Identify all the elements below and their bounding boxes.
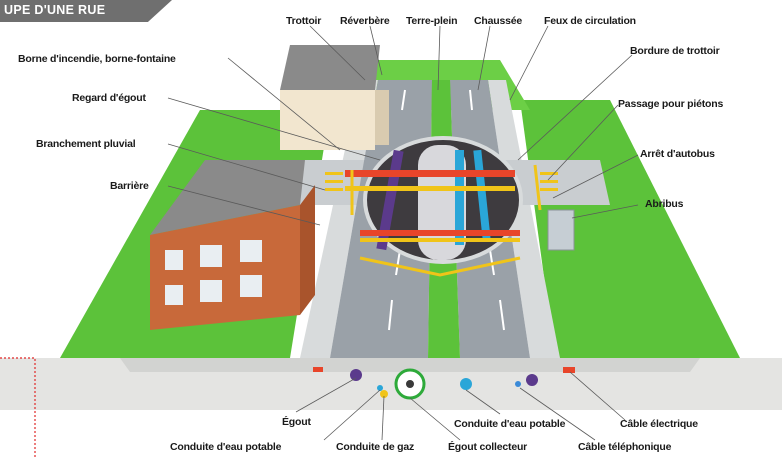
sewer-pipe — [350, 369, 362, 381]
label-trottoir: Trottoir — [286, 15, 322, 27]
excavation-rim — [363, 136, 523, 264]
label-terre-plein: Terre-plein — [406, 15, 458, 27]
label-cable-telephonique: Câble téléphonique — [578, 441, 672, 453]
label-egout-collecteur: Égout collecteur — [448, 441, 528, 453]
label-borne: Borne d'incendie, borne-fontaine — [18, 53, 176, 65]
label-barriere: Barrière — [110, 180, 149, 192]
label-bordure: Bordure de trottoir — [630, 45, 720, 57]
label-branchement: Branchement pluvial — [36, 138, 136, 150]
building-back — [280, 45, 389, 150]
label-chaussee: Chaussée — [474, 15, 523, 27]
electric-cable-band — [345, 170, 515, 177]
label-conduite-eau-2: Conduite d'eau potable — [454, 418, 566, 430]
label-arret: Arrêt d'autobus — [640, 148, 715, 160]
water-pipe-small — [377, 385, 383, 391]
barriers — [350, 164, 542, 277]
label-reverbere: Réverbère — [340, 15, 390, 27]
crosswalks — [325, 172, 558, 191]
label-cable-electrique: Câble électrique — [620, 418, 698, 430]
label-passage: Passage pour piétons — [618, 98, 724, 110]
label-conduite-eau-1: Conduite d'eau potable — [170, 441, 282, 453]
title-text: UPE D'UNE RUE — [4, 3, 106, 17]
underground-shadow — [120, 358, 700, 372]
label-regard: Regard d'égout — [72, 92, 146, 104]
sidewalk-right — [488, 80, 560, 358]
title-banner: UPE D'UNE RUE — [0, 0, 172, 22]
phone-cable — [515, 381, 521, 387]
water-main — [460, 378, 472, 390]
label-feux: Feux de circulation — [544, 15, 636, 27]
label-abribus: Abribus — [645, 198, 684, 210]
gas-pipe — [380, 390, 388, 398]
label-egout: Égout — [282, 416, 311, 428]
electric-cable — [563, 367, 575, 373]
leader-lines — [167, 25, 639, 441]
building-brick — [150, 160, 315, 330]
bus-shelter — [547, 209, 575, 251]
label-conduite-gaz: Conduite de gaz — [336, 441, 415, 453]
